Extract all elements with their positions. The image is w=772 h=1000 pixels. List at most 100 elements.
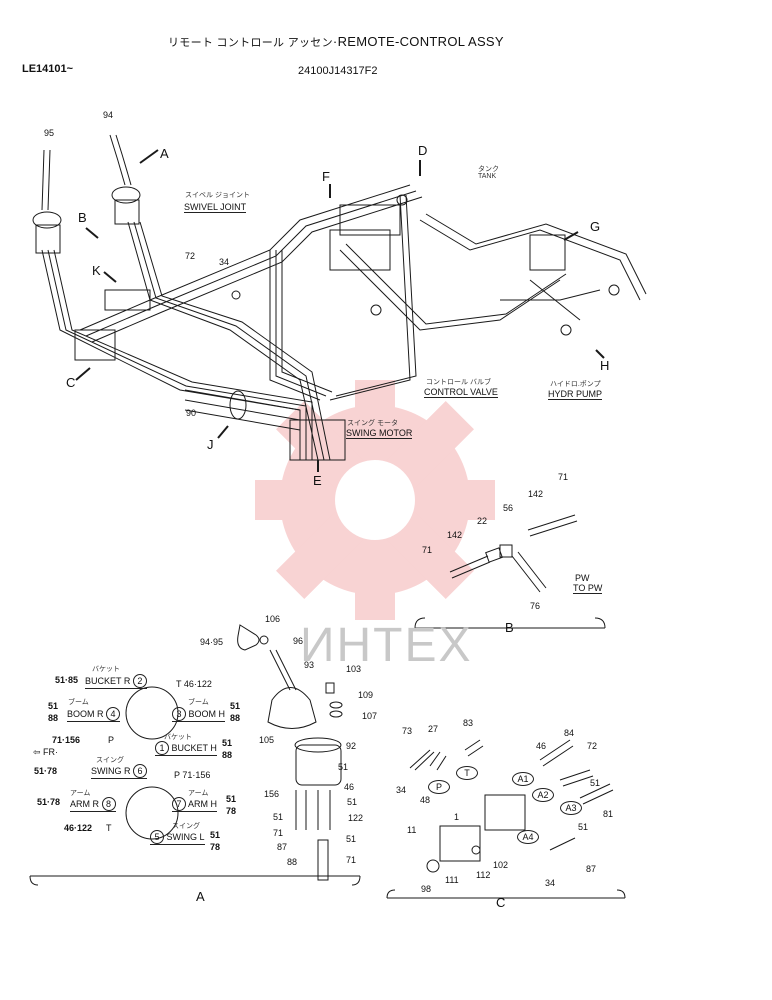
tank-label: TANK xyxy=(478,173,497,180)
port-t-top: T 46·122 xyxy=(176,679,212,689)
part-label: 94 xyxy=(103,110,114,120)
section-a-label: A xyxy=(196,889,205,904)
port-a4-mark: A4 xyxy=(517,830,539,844)
hydr-pump-label: HYDR PUMP xyxy=(548,389,603,400)
part-label: 76 xyxy=(530,601,541,611)
port-name: SWING R xyxy=(91,766,131,776)
control-valve-label: CONTROL VALVE xyxy=(424,387,498,398)
port-swing-l: 5 SWING L xyxy=(150,830,205,845)
port-a3-mark: A3 xyxy=(560,801,582,815)
section-b-label: B xyxy=(505,620,514,635)
part-label: 34 xyxy=(219,257,230,267)
part-label: 72 xyxy=(185,251,196,261)
part-label: 107 xyxy=(362,711,378,721)
part-label: 46 xyxy=(536,741,547,751)
part-label: 122 xyxy=(348,813,364,823)
part-label: 106 xyxy=(265,614,281,624)
port-number: 1 xyxy=(155,741,169,755)
fr-label: FR xyxy=(43,747,56,757)
port-name: P xyxy=(174,770,180,780)
title-separator: · xyxy=(332,34,338,49)
port-name: SWING L xyxy=(166,832,205,842)
part-label: 83 xyxy=(463,718,474,728)
port-jp: アーム xyxy=(188,790,209,797)
part-label: 71 xyxy=(273,828,284,838)
part-label: 34 xyxy=(545,878,556,888)
callout-h: H xyxy=(600,358,610,373)
part-label: 102 xyxy=(493,860,509,870)
part-label: 51 xyxy=(346,834,357,844)
port-name: BOOM H xyxy=(188,709,226,719)
front-arrow: ⇦ FR· xyxy=(33,747,59,757)
port-jp: バケット xyxy=(164,734,192,741)
part-label: 51 xyxy=(347,797,358,807)
port-ref: 71·156 xyxy=(52,735,81,745)
title-en: REMOTE-CONTROL ASSY xyxy=(337,34,504,49)
port-ref: 51·85 xyxy=(55,675,79,685)
control-valve-jp: コントロール バルブ xyxy=(426,379,491,386)
callout-b: B xyxy=(78,210,87,225)
swivel-joint-jp: スイベル ジョイント xyxy=(185,192,250,199)
port-name: BOOM R xyxy=(67,709,104,719)
part-label: 103 xyxy=(346,664,362,674)
port-p-top: P xyxy=(108,735,115,745)
part-label: 94·95 xyxy=(200,637,224,647)
port-ref: 51 78 xyxy=(210,830,221,852)
tank-jp: タンク xyxy=(478,166,499,173)
port-jp: アーム xyxy=(70,790,91,797)
part-label: 46 xyxy=(344,782,355,792)
to-pw-label: TO PW xyxy=(573,583,603,594)
part-label: 71 xyxy=(558,472,569,482)
callout-k: K xyxy=(92,263,101,278)
detail-a-drawing xyxy=(29,624,361,886)
pw-label: PW xyxy=(575,573,590,583)
port-ref: 51 78 xyxy=(226,794,237,816)
part-label: 92 xyxy=(346,741,357,751)
port-ref: 51 88 xyxy=(48,701,59,723)
port-jp: ブーム xyxy=(68,699,89,706)
port-name: BUCKET R xyxy=(85,676,131,686)
port-number: 4 xyxy=(106,707,121,721)
watermark-text: ИНТЕХ xyxy=(300,619,473,672)
detail-b-drawing xyxy=(414,514,606,629)
part-label: 96 xyxy=(293,636,304,646)
part-label: 56 xyxy=(503,503,514,513)
serial-range: LE14101~ xyxy=(22,63,74,75)
part-label: 73 xyxy=(402,726,413,736)
part-label: 84 xyxy=(564,728,575,738)
hydr-pump-jp: ハイドロ.ポンプ xyxy=(550,381,601,388)
watermark-logo xyxy=(255,380,495,620)
port-number: 3 xyxy=(172,707,186,721)
section-c-label: C xyxy=(496,895,506,910)
port-arm-r: ARM R 8 xyxy=(70,797,116,812)
port-name: ARM H xyxy=(188,799,218,809)
swing-motor-jp: スイング モータ xyxy=(347,420,398,427)
part-label: 11 xyxy=(407,825,417,835)
part-label: 88 xyxy=(287,857,298,867)
swing-motor-label: SWING MOTOR xyxy=(346,428,413,439)
port-t-bottom: T xyxy=(106,823,112,833)
part-label: 109 xyxy=(358,690,374,700)
port-ref: 51·78 xyxy=(34,766,58,776)
part-label: 81 xyxy=(603,809,614,819)
part-label: 1 xyxy=(454,812,460,822)
port-arm-h: 7 ARM H xyxy=(172,797,218,812)
port-jp: スイング xyxy=(96,757,124,764)
callout-g: G xyxy=(590,219,601,234)
part-label: 51 xyxy=(273,812,284,822)
port-ref: 51·78 xyxy=(37,797,61,807)
part-label: 105 xyxy=(259,735,275,745)
part-number: 24100J14317F2 xyxy=(298,65,378,77)
part-label: 156 xyxy=(264,789,280,799)
port-name: T xyxy=(176,679,182,689)
callout-f: F xyxy=(322,169,330,184)
part-label: 142 xyxy=(447,530,463,540)
port-ref: 46·122 xyxy=(64,823,93,833)
callout-d: D xyxy=(418,143,428,158)
callout-arrows xyxy=(75,149,605,472)
detail-c-drawing xyxy=(386,739,626,899)
part-label: 142 xyxy=(528,489,544,499)
port-name: ARM R xyxy=(70,799,99,809)
part-label: 51 xyxy=(578,822,589,832)
